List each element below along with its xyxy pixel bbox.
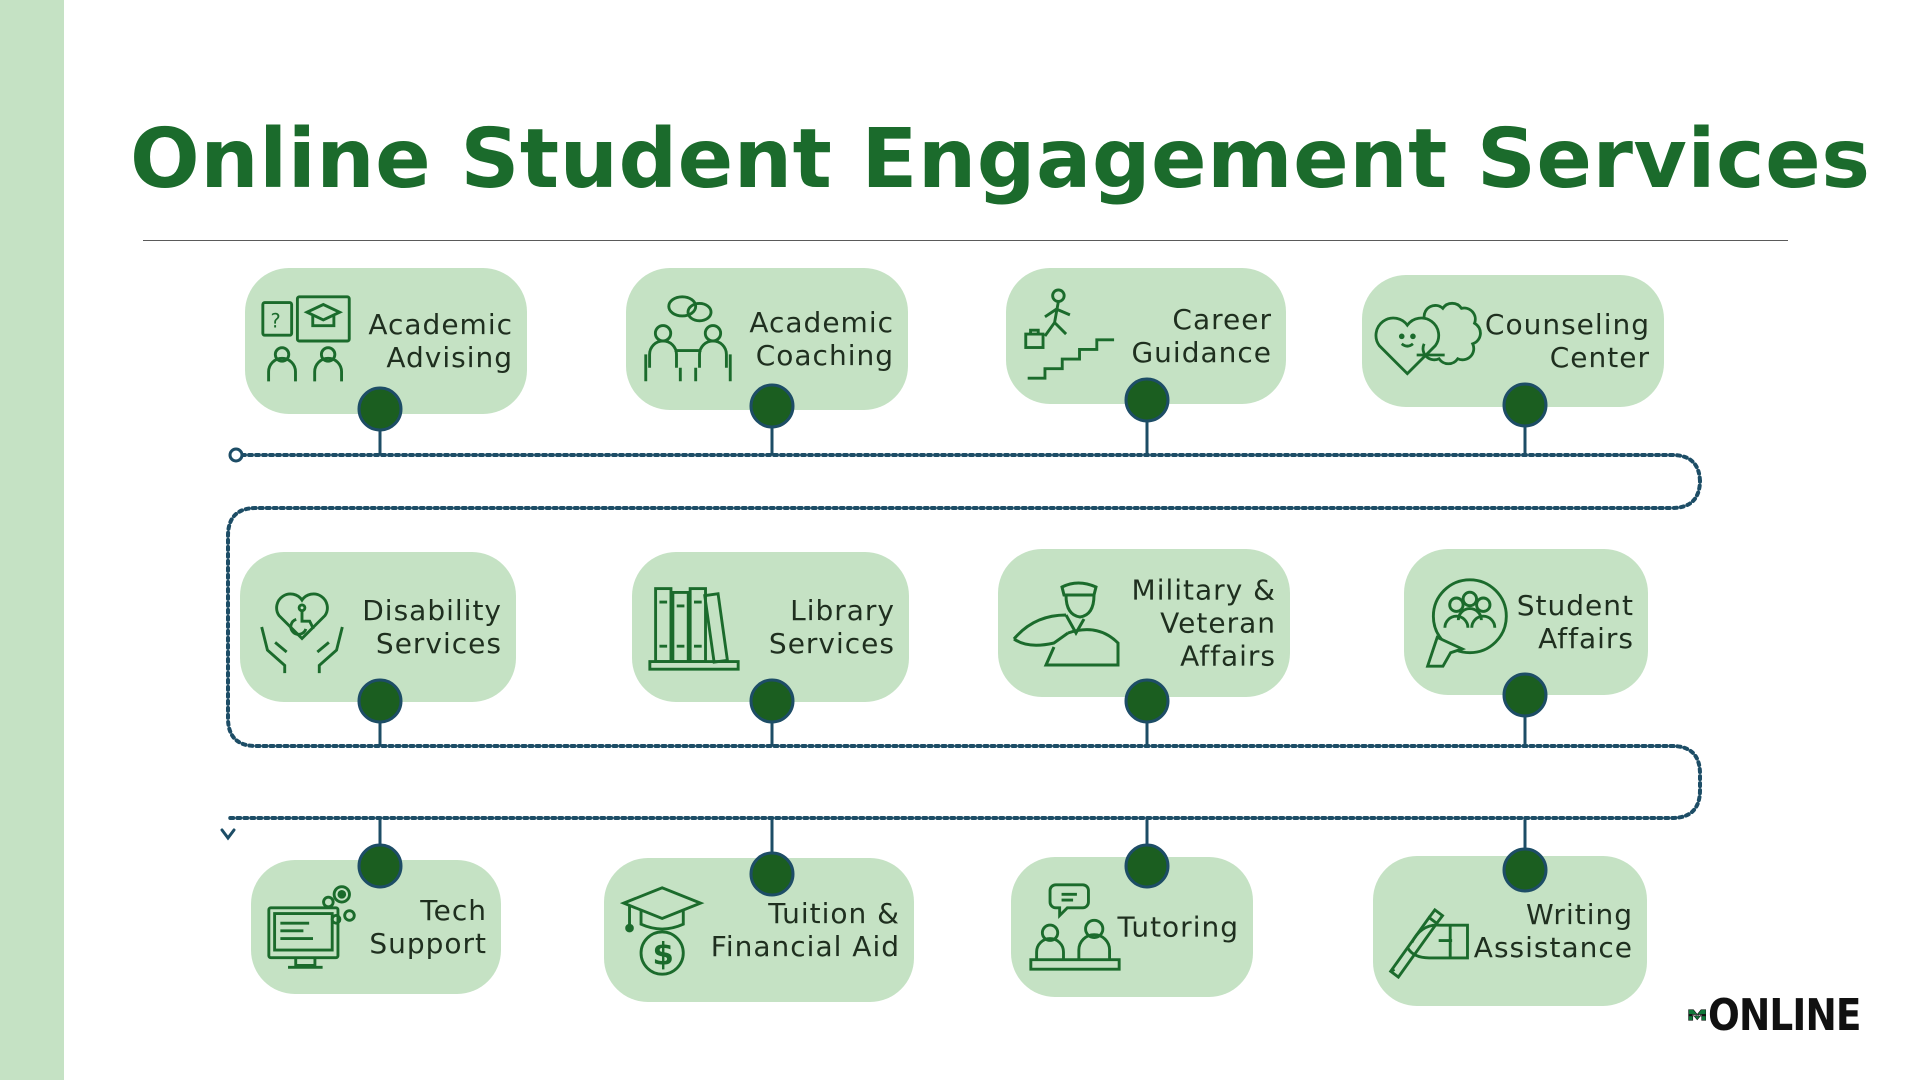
left-accent-bar xyxy=(0,0,64,1080)
accessibility-heart-icon xyxy=(254,579,350,675)
books-icon xyxy=(646,579,742,675)
student-group-icon xyxy=(1418,574,1514,670)
service-label: Academic Advising xyxy=(368,307,513,374)
service-card-counseling-center[interactable]: Counseling Center xyxy=(1362,275,1664,407)
service-label: Counseling Center xyxy=(1484,307,1650,374)
page-title: Online Student Engagement Services xyxy=(130,112,1871,207)
service-label: Library Services xyxy=(768,593,895,660)
svg-text:$: $ xyxy=(653,937,674,973)
service-card-military-veteran-affairs[interactable]: Military & Veteran Affairs xyxy=(998,549,1290,697)
service-card-disability-services[interactable]: Disability Services xyxy=(240,552,516,702)
service-label: Student Affairs xyxy=(1516,588,1634,655)
service-label: Disability Services xyxy=(362,593,502,660)
service-card-tech-support[interactable]: Tech Support xyxy=(251,860,501,994)
marshall-m-icon: MARSHALL xyxy=(1688,1009,1707,1021)
service-label: Writing Assistance xyxy=(1473,897,1633,964)
service-card-writing-assistance[interactable]: Writing Assistance xyxy=(1373,856,1647,1006)
career-stairs-icon xyxy=(1020,288,1116,384)
service-label: Military & Veteran Affairs xyxy=(1131,573,1276,673)
service-label: Tutoring xyxy=(1117,910,1239,944)
service-label: Career Guidance xyxy=(1131,302,1272,369)
service-label: Tuition & Financial Aid xyxy=(710,896,900,963)
service-label: Tech Support xyxy=(369,893,487,960)
title-divider xyxy=(143,240,1788,241)
advising-icon: ? xyxy=(259,293,355,389)
service-label: Academic Coaching xyxy=(749,305,894,372)
service-card-student-affairs[interactable]: Student Affairs xyxy=(1404,549,1648,695)
heart-brain-icon xyxy=(1370,296,1482,386)
soldier-salute-icon xyxy=(1008,575,1128,671)
service-card-tuition-financial-aid[interactable]: $ Tuition & Financial Aid xyxy=(604,858,914,1002)
logo-text: ONLINE xyxy=(1708,989,1862,1041)
computer-gears-icon xyxy=(265,879,361,975)
writing-hand-icon xyxy=(1383,883,1479,980)
marshall-online-logo: MARSHALL ONLINE xyxy=(1688,989,1888,1041)
service-card-library-services[interactable]: Library Services xyxy=(632,552,909,702)
tutoring-icon xyxy=(1027,879,1123,975)
coaching-icon xyxy=(640,291,736,387)
service-card-academic-coaching[interactable]: Academic Coaching xyxy=(626,268,908,410)
logo-emblem-text: MARSHALL xyxy=(1692,1014,1702,1017)
graduation-dollar-icon: $ xyxy=(618,882,714,978)
service-card-academic-advising[interactable]: ? Academic Advising xyxy=(245,268,527,414)
service-card-tutoring[interactable]: Tutoring xyxy=(1011,857,1253,997)
svg-text:?: ? xyxy=(271,310,281,333)
service-card-career-guidance[interactable]: Career Guidance xyxy=(1006,268,1286,404)
